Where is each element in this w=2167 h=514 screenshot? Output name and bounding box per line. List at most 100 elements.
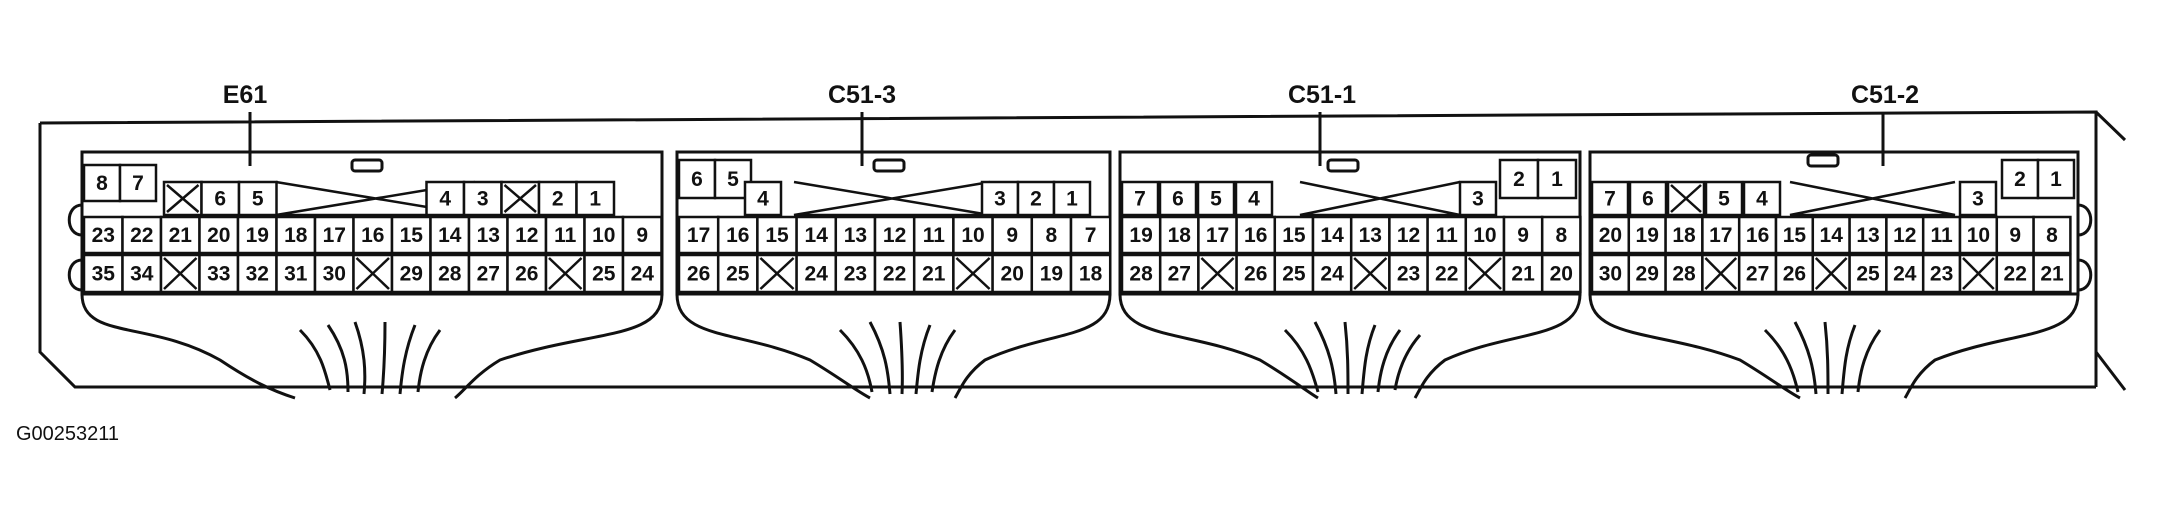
pin-cavity: 27 bbox=[467, 253, 509, 294]
pin-cavity: 10 bbox=[583, 215, 625, 255]
pin-cavity: 11 bbox=[1426, 215, 1468, 255]
pin-cavity: 15 bbox=[1273, 215, 1315, 255]
pin-cavity: 5 bbox=[1196, 180, 1236, 217]
pin-number: 35 bbox=[92, 263, 116, 286]
pin-cavity: 8 bbox=[1030, 215, 1073, 255]
pin-cavity: 18 bbox=[1069, 253, 1112, 294]
pin-number: 13 bbox=[477, 224, 500, 247]
pin-number: 10 bbox=[1967, 224, 1990, 247]
connector-c51-3: C51-3 bbox=[675, 81, 1112, 400]
pin-cavity: 14 bbox=[795, 215, 838, 255]
pin-number: 28 bbox=[1672, 263, 1696, 286]
cavity-blank-region bbox=[793, 180, 991, 217]
pin-number: 2 bbox=[1030, 188, 1042, 211]
pin-number: 16 bbox=[1746, 224, 1769, 247]
blocked-cavity bbox=[162, 180, 203, 217]
connector-c51-1: C51-1 bbox=[1118, 81, 1582, 400]
pin-number: 6 bbox=[214, 188, 226, 211]
pin-cavity: 3 bbox=[980, 180, 1020, 217]
pin-cavity: 26 bbox=[677, 253, 720, 294]
pin-cavity: 22 bbox=[1995, 253, 2035, 294]
pin-number: 11 bbox=[923, 224, 946, 247]
pin-number: 9 bbox=[1006, 224, 1018, 247]
pin-cavity: 14 bbox=[1311, 215, 1353, 255]
wire-harness bbox=[1588, 293, 2080, 400]
pin-number: 2 bbox=[1513, 168, 1525, 191]
pin-number: 34 bbox=[130, 263, 154, 286]
pin-cavity: 29 bbox=[390, 253, 432, 294]
pin-cavity: 10 bbox=[1464, 215, 1506, 255]
wire-harness bbox=[675, 293, 1112, 400]
pin-cavity: 8 bbox=[82, 163, 122, 203]
pin-number: 2 bbox=[2014, 168, 2026, 191]
pin-number: 23 bbox=[1397, 263, 1420, 286]
pin-number: 14 bbox=[1820, 224, 1844, 247]
pin-cavity: 20 bbox=[1590, 215, 1631, 255]
pin-cavity: 4 bbox=[743, 180, 783, 217]
wire-lines bbox=[298, 321, 442, 395]
pin-number: 29 bbox=[400, 263, 423, 286]
pin-number: 14 bbox=[438, 224, 462, 247]
pin-number: 28 bbox=[1129, 263, 1153, 286]
pin-cavity: 18 bbox=[275, 215, 317, 255]
connector-body bbox=[1588, 150, 2080, 296]
pin-cavity: 21 bbox=[912, 253, 955, 294]
pin-number: 14 bbox=[805, 224, 829, 247]
pin-number: 30 bbox=[323, 263, 346, 286]
pin-number: 13 bbox=[1856, 224, 1879, 247]
pin-number: 20 bbox=[1599, 224, 1622, 247]
pin-cavity: 21 bbox=[159, 215, 201, 255]
blocked-cavity bbox=[1958, 253, 1999, 294]
pin-cavity: 13 bbox=[834, 215, 877, 255]
pin-number: 33 bbox=[207, 263, 230, 286]
pin-number: 20 bbox=[207, 224, 230, 247]
pin-number: 13 bbox=[1359, 224, 1382, 247]
pin-number: 5 bbox=[1718, 188, 1730, 211]
pin-number: 6 bbox=[1642, 188, 1654, 211]
pin-cavity: 4 bbox=[425, 180, 466, 217]
pin-number: 18 bbox=[284, 224, 308, 247]
wire-lines bbox=[1283, 321, 1422, 395]
pin-number: 6 bbox=[691, 168, 703, 191]
pin-cavity: 11 bbox=[912, 215, 955, 255]
pin-number: 5 bbox=[1210, 188, 1222, 211]
pin-cavity: 17 bbox=[1701, 215, 1741, 255]
connector-hook-right bbox=[2077, 203, 2093, 292]
pin-number: 18 bbox=[1672, 224, 1696, 247]
pin-number: 15 bbox=[400, 224, 424, 247]
pin-number: 8 bbox=[96, 172, 108, 195]
pin-cavity: 13 bbox=[1349, 215, 1391, 255]
pin-cavity: 22 bbox=[873, 253, 916, 294]
pin-cavity: 3 bbox=[1458, 180, 1498, 217]
pin-number: 9 bbox=[1517, 224, 1529, 247]
pin-cavity: 4 bbox=[1234, 180, 1274, 217]
pin-number: 18 bbox=[1079, 263, 1103, 286]
pin-cavity: 19 bbox=[236, 215, 278, 255]
pin-number: 15 bbox=[765, 224, 789, 247]
pin-number: 10 bbox=[592, 224, 615, 247]
pin-number: 15 bbox=[1282, 224, 1306, 247]
pin-cavity: 23 bbox=[82, 215, 124, 255]
pin-number: 26 bbox=[1244, 263, 1267, 286]
pin-cavity: 22 bbox=[121, 215, 163, 255]
pin-cavity: 10 bbox=[1958, 215, 1999, 255]
pin-cavity: 14 bbox=[429, 215, 471, 255]
pin-cavity: 19 bbox=[1627, 215, 1667, 255]
pin-number: 17 bbox=[323, 224, 346, 247]
pin-cavity: 1 bbox=[575, 180, 616, 217]
blocked-cavity bbox=[500, 180, 541, 217]
pin-cavity: 3 bbox=[462, 180, 503, 217]
pin-cavity: 25 bbox=[1273, 253, 1315, 294]
pin-cavity: 20 bbox=[1540, 253, 1582, 294]
connector-label: C51-1 bbox=[1288, 81, 1356, 109]
pin-cavity: 28 bbox=[1120, 253, 1162, 294]
figure-id: G00253211 bbox=[16, 423, 120, 445]
pin-cavity: 23 bbox=[1388, 253, 1429, 294]
pin-cavity: 31 bbox=[275, 253, 317, 294]
pin-cavity: 16 bbox=[1235, 215, 1277, 255]
pin-cavity: 3 bbox=[1958, 180, 1998, 217]
pin-number: 29 bbox=[1636, 263, 1659, 286]
pin-number: 13 bbox=[844, 224, 867, 247]
pin-number: 24 bbox=[631, 263, 655, 286]
